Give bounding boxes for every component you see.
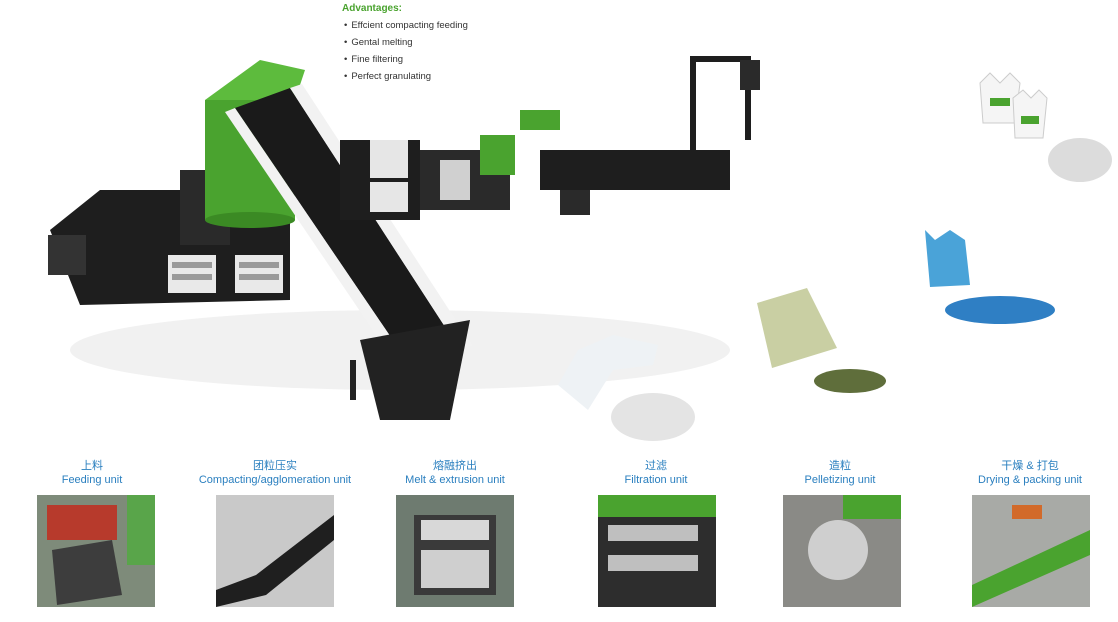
unit-label-zh: 造粒 (829, 460, 851, 472)
unit-label-en: Pelletizing unit (804, 474, 876, 486)
pelletizing-unit-photo (783, 495, 901, 607)
advantages-block: Advantages: Effcient compacting feeding … (342, 2, 468, 85)
unit-label-en: Compacting/agglomeration unit (198, 474, 352, 486)
unit-label-zh: 团粒压实 (253, 460, 297, 472)
advantages-list: Effcient compacting feeding Gental melti… (342, 17, 468, 85)
unit-label-zh: 上料 (81, 460, 103, 472)
unit-feeding: 上料 Feeding unit (32, 460, 155, 607)
unit-label-en: Drying & packing unit (978, 474, 1082, 486)
unit-melt-extrusion: 熔融挤出 Melt & extrusion unit (395, 460, 515, 607)
unit-pelletizing: 造粒 Pelletizing unit (780, 460, 901, 607)
advantage-item: Gental melting (342, 34, 468, 51)
feeding-unit-photo (37, 495, 155, 607)
advantages-title: Advantages: (342, 3, 403, 14)
unit-compacting: 团粒压实 Compacting/agglomeration unit (190, 460, 360, 607)
advantage-item: Perfect granulating (342, 68, 468, 85)
unit-filtration: 过滤 Filtration unit (596, 460, 716, 607)
blue-bag-pellets-image (925, 230, 1055, 324)
filtration-unit-photo (598, 495, 716, 607)
extrusion-unit-photo (396, 495, 514, 607)
compacting-unit-photo (216, 495, 334, 607)
recycling-machine-illustration (48, 56, 760, 420)
unit-label-zh: 干燥 & 打包 (1001, 460, 1059, 472)
glove-pellets-image (558, 335, 695, 441)
white-bags-pellets-image (979, 72, 1112, 182)
advantage-item: Fine filtering (342, 51, 468, 68)
unit-label-en: Feeding unit (61, 474, 123, 486)
drying-unit-photo (972, 495, 1090, 607)
unit-label-en: Filtration unit (624, 474, 688, 486)
unit-label-en: Melt & extrusion unit (405, 474, 505, 486)
advantage-item: Effcient compacting feeding (342, 17, 468, 34)
unit-label-zh: 熔融挤出 (433, 460, 477, 472)
unit-label-zh: 过滤 (645, 460, 667, 472)
woven-bag-pellets-image (757, 288, 886, 393)
unit-drying-packing: 干燥 & 打包 Drying & packing unit (960, 460, 1100, 607)
